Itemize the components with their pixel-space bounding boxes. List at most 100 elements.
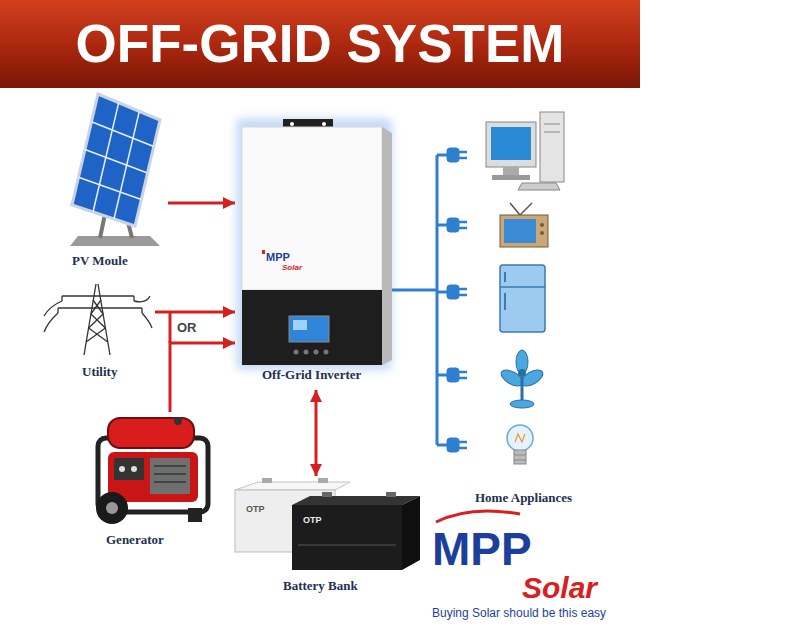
appliance-icons [544, 132, 560, 133]
pylon-icon [57, 308, 58, 313]
brand-logo: Solar [522, 571, 597, 605]
appliance-icons [500, 286, 545, 288]
component-node: Battery Bank [225, 476, 415, 598]
inverter-illustration [236, 118, 392, 370]
pylon-icon [44, 313, 58, 332]
generator-icon [114, 458, 144, 480]
battery-icon [318, 478, 328, 483]
generator-icon [96, 417, 208, 524]
pylon-icon [84, 284, 96, 355]
battery-brand: OTP [246, 504, 265, 514]
battery-icon [262, 478, 272, 483]
appliance-icons [507, 425, 533, 451]
inverter-illustration [262, 250, 265, 254]
appliance-icons [544, 124, 560, 125]
appliance-icons [514, 450, 526, 464]
appliance-icons [514, 460, 526, 461]
battery-icon [235, 482, 350, 490]
appliance-bus [447, 218, 459, 232]
appliance-icons [491, 127, 531, 160]
appliance-icons [504, 293, 506, 310]
inverter-illustration [289, 316, 329, 342]
component-node: Generator [85, 412, 225, 552]
appliance-icons [521, 377, 524, 402]
inverter-illustration [304, 350, 309, 355]
appliance-bus [437, 374, 447, 377]
appliance-icons [504, 272, 506, 282]
pylon-icon [91, 300, 101, 314]
title-band: OFF-GRID SYSTEM [0, 0, 640, 88]
inverter-illustration [242, 127, 382, 290]
brand-logo: MPP [432, 522, 532, 576]
inverter-illustration [236, 118, 392, 370]
battery-brand: OTP [303, 515, 322, 525]
component-label: Off-Grid Inverter [262, 367, 361, 382]
battery-icon [298, 545, 396, 546]
generator-icon [119, 466, 125, 472]
appliance-icons [486, 112, 564, 464]
connector-arrow [315, 390, 318, 476]
component-node: Utility [45, 280, 155, 381]
brand-tagline: Buying Solar should be this easy [432, 606, 606, 620]
appliance-icons [486, 122, 536, 167]
component-label: PV Moule [72, 253, 128, 268]
pylon-icon [89, 328, 108, 342]
appliance-bus [447, 368, 459, 382]
battery-icon [292, 496, 420, 505]
connector-arrow [392, 289, 436, 292]
title-text: OFF-GRID SYSTEM [0, 0, 640, 88]
pylon-icon [61, 296, 62, 301]
battery-icon [292, 505, 402, 570]
appliance-bus [437, 291, 447, 294]
generator-icon [154, 473, 186, 475]
appliance-icons [500, 215, 548, 247]
appliance-icons [503, 167, 519, 175]
appliance-icons [500, 265, 545, 332]
battery-icon [402, 496, 420, 570]
inverter-illustration [290, 122, 294, 126]
appliance-icons [515, 434, 525, 442]
inverter-illustration [322, 122, 326, 126]
feed-wire [169, 312, 172, 343]
generator-icon [96, 492, 128, 524]
appliance-icons [510, 400, 534, 408]
generator-icon [131, 466, 137, 472]
pylon-icon [86, 328, 105, 342]
battery-icon [322, 492, 332, 497]
connector-arrow [168, 202, 235, 205]
pylon-icon [89, 314, 104, 328]
appliance-icons [520, 203, 532, 215]
inverter-illustration [314, 350, 319, 355]
appliance-icons [540, 112, 564, 182]
or-label: OR [177, 320, 197, 335]
generator-icon [154, 465, 186, 467]
solar-panel [70, 94, 160, 246]
appliance-bus [459, 152, 467, 448]
battery-icon [386, 492, 396, 497]
logo-swoosh [436, 511, 520, 522]
generator-icon [154, 481, 186, 483]
component-node: PV Moule [50, 90, 168, 270]
pylon-icon [141, 308, 142, 313]
appliance-icons [510, 203, 520, 215]
appliance-bus [447, 148, 459, 162]
generator-icon [108, 452, 198, 502]
inverter-illustration [242, 290, 382, 365]
appliance-bus [447, 438, 459, 452]
appliance-icons [504, 219, 536, 243]
battery-icon [235, 478, 420, 570]
solar-panel [92, 122, 154, 147]
pylon-icon [58, 307, 142, 308]
pylon-icon [44, 301, 62, 316]
component-label: Battery Bank [283, 578, 358, 593]
pylon-icon [142, 313, 152, 328]
pylon-icon [98, 284, 110, 355]
connector-arrow [170, 343, 235, 412]
appliance-bus [437, 154, 447, 157]
solar-panel [114, 111, 139, 219]
generator-icon [108, 418, 194, 448]
pylon-icon [133, 296, 134, 301]
appliance-icons [518, 369, 526, 377]
generator-icon [188, 508, 202, 522]
appliance-icons [518, 183, 560, 190]
